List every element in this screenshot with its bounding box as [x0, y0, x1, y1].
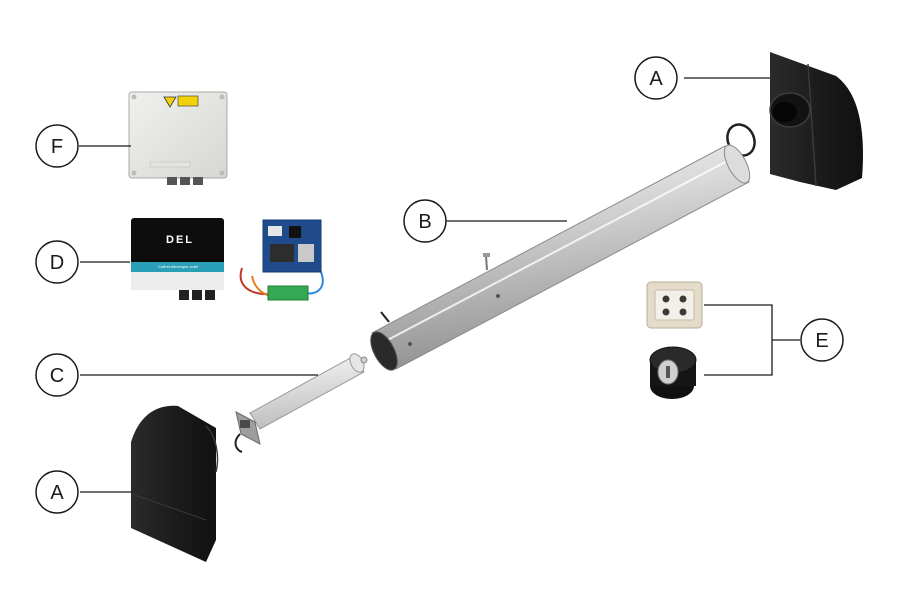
junction-box — [128, 91, 228, 185]
screw — [380, 311, 390, 323]
end-housing-bottom — [131, 405, 219, 562]
key-switch — [649, 346, 697, 399]
callout-b: B — [403, 199, 447, 243]
callout-e-label: E — [815, 330, 828, 352]
callout-f-label: F — [51, 136, 63, 158]
callout-c: C — [35, 353, 79, 397]
callout-b-label: B — [418, 211, 431, 233]
end-housing-top — [769, 52, 863, 190]
callout-d: D — [35, 240, 79, 284]
control-box-caption: Coffret électrique volet — [158, 264, 199, 269]
callout-f: F — [35, 124, 79, 168]
callout-e: E — [800, 318, 844, 362]
callout-d-label: D — [50, 252, 64, 274]
wall-switch — [646, 281, 703, 329]
tubular-motor — [234, 353, 368, 453]
roller-tube — [370, 144, 751, 371]
callout-a-bottom-label: A — [50, 482, 64, 504]
leader-lines — [79, 77, 800, 493]
callout-a-bottom: A — [35, 470, 79, 514]
circuit-board — [239, 219, 324, 301]
callout-a-top-label: A — [649, 68, 663, 90]
control-box-brand: DEL — [166, 234, 194, 246]
screw — [483, 253, 490, 271]
control-box: DEL Coffret électrique volet — [131, 218, 224, 300]
callout-c-label: C — [50, 365, 64, 387]
callout-a-top: A — [634, 56, 678, 100]
